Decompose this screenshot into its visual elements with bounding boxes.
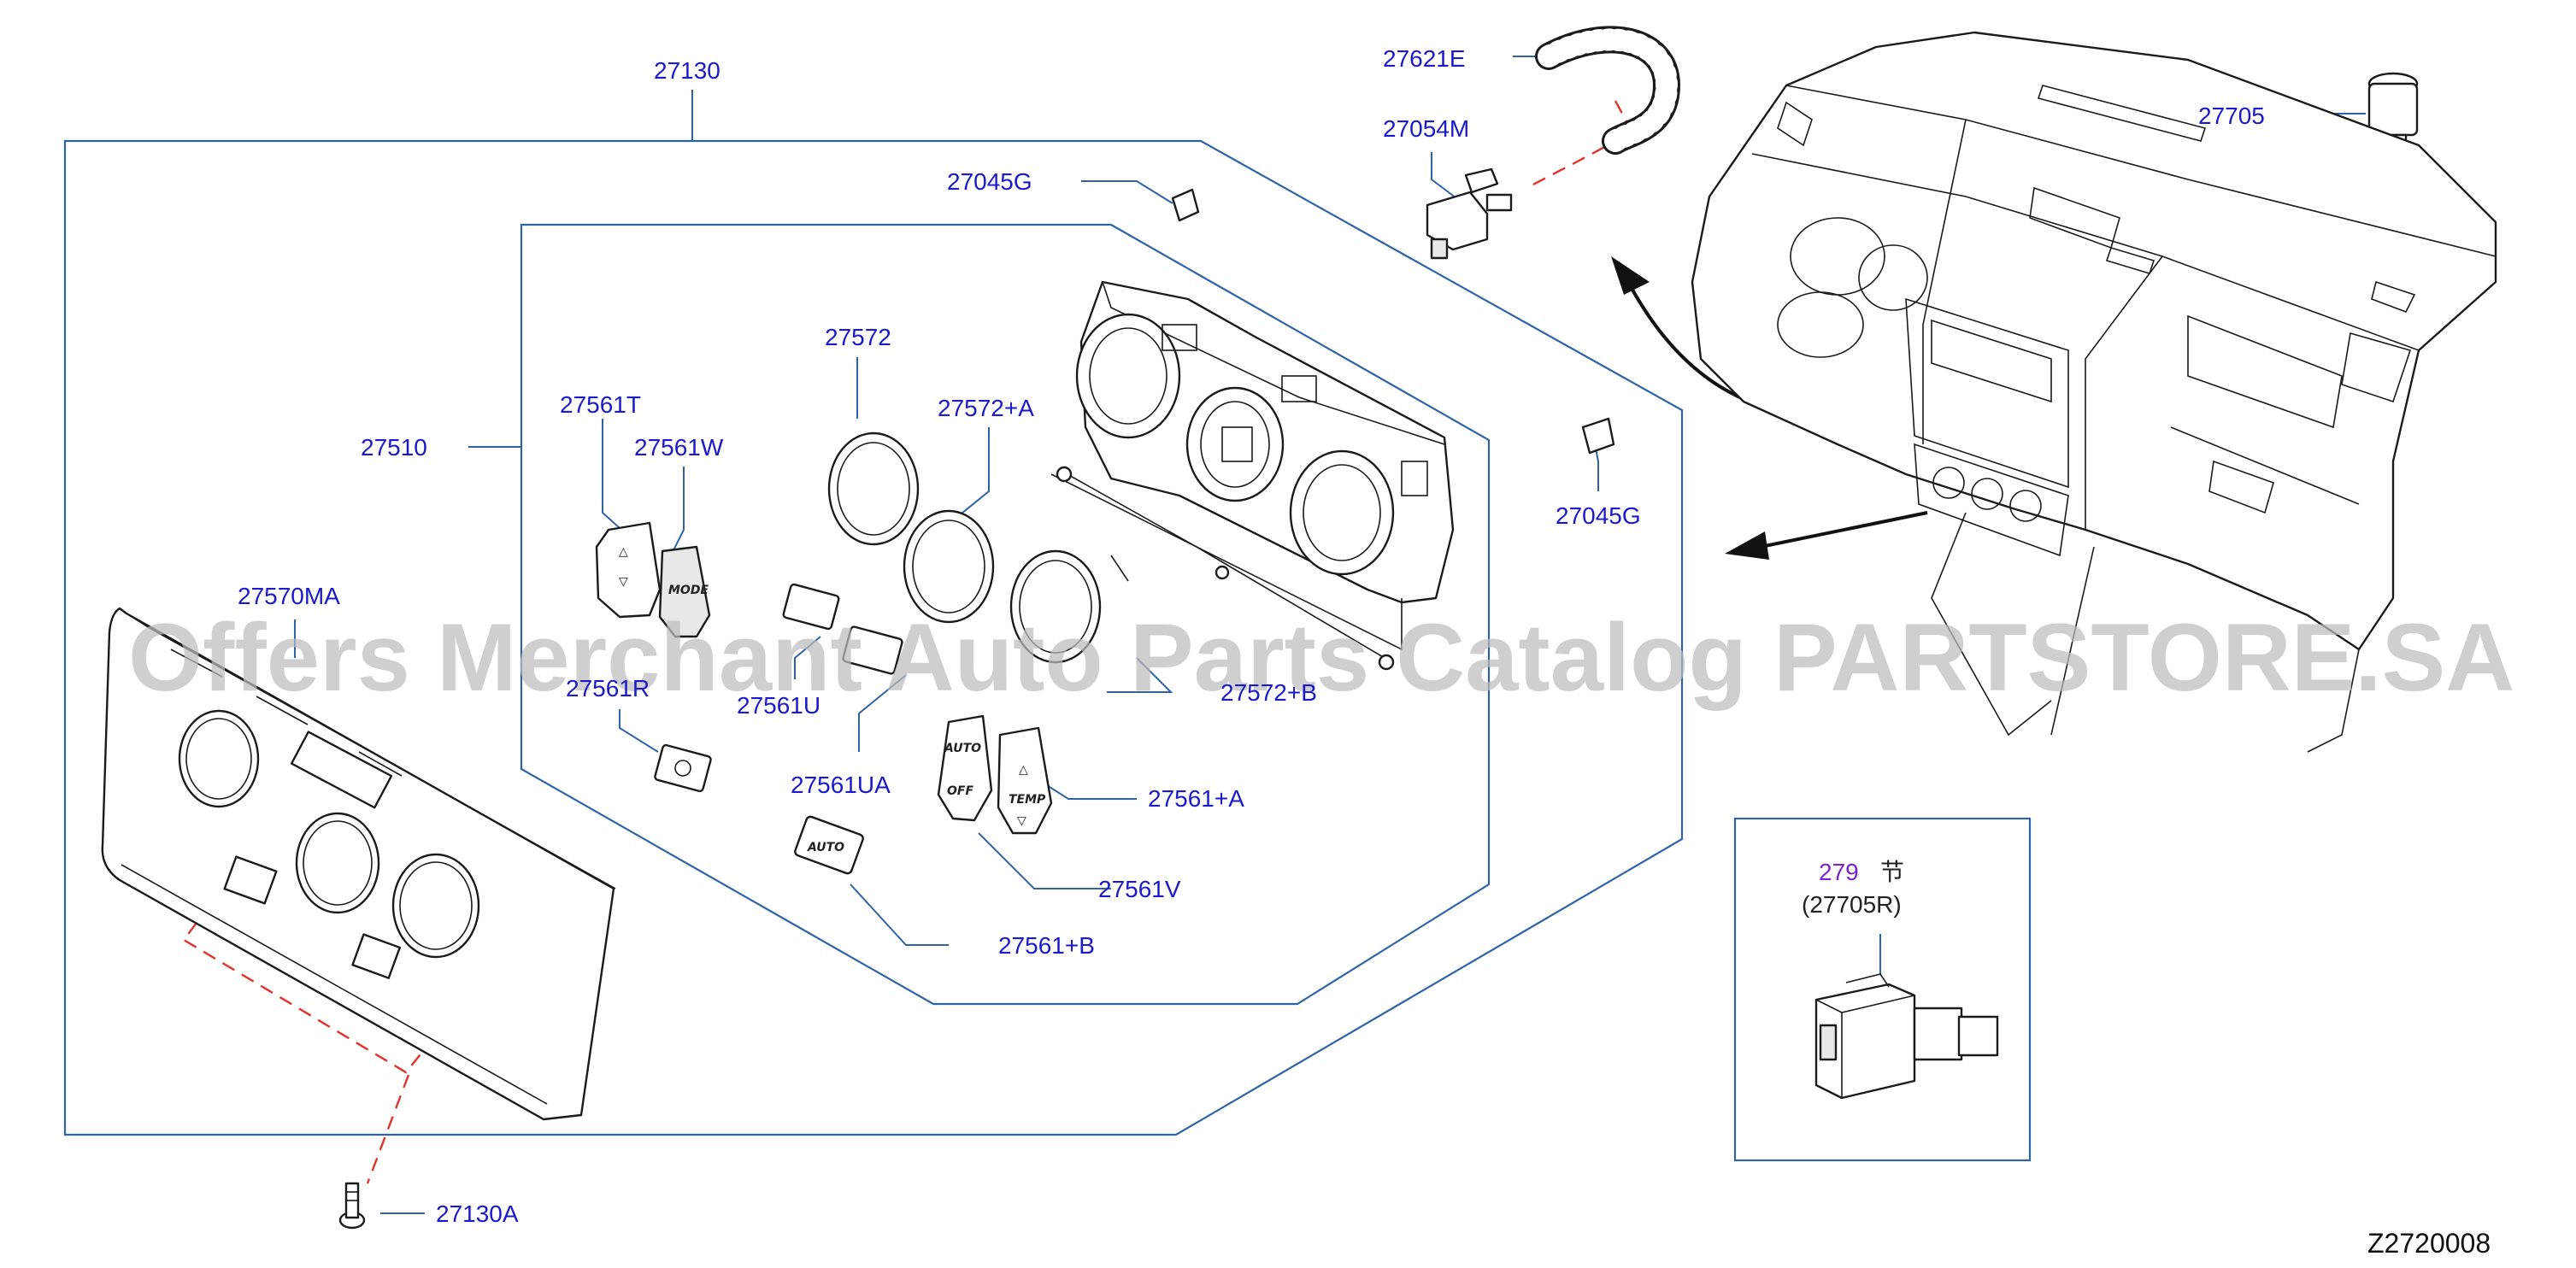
inner-assembly-frame — [520, 223, 1491, 1006]
label-27561w: 27561W — [634, 434, 724, 461]
label-27561ua: 27561UA — [791, 772, 891, 798]
button-27561u — [782, 583, 840, 631]
svg-text:▽: ▽ — [619, 575, 628, 589]
sensor-27054m — [1426, 167, 1513, 260]
part-labels: 27130 27045G 27621E 27054M 27705 27510 2… — [238, 45, 2265, 1227]
ring-27572 — [827, 431, 920, 546]
watermark-text: Offers Merchant Auto Parts Catalog PARTS… — [128, 604, 2514, 711]
label-27561-a: 27561+A — [1148, 785, 1244, 812]
svg-text:△: △ — [619, 545, 628, 559]
outer-assembly-frame — [63, 137, 1684, 1136]
label-279-kanji: 节 — [1880, 859, 1904, 885]
button-27561r — [654, 743, 712, 793]
off-button-text: OFF — [947, 784, 973, 798]
detail-box-frame — [1733, 817, 2032, 1162]
duct-hose-27621e — [1535, 26, 1681, 155]
mode-button-text: MODE — [668, 584, 709, 597]
label-27570ma: 27570MA — [238, 583, 340, 609]
label-27561u: 27561U — [737, 692, 820, 719]
label-27561v: 27561V — [1098, 876, 1181, 902]
svg-text:△: △ — [1019, 763, 1028, 777]
label-27130a: 27130A — [436, 1200, 519, 1227]
label-27561t: 27561T — [560, 391, 641, 418]
label-27705r: (27705R) — [1802, 891, 1902, 918]
label-27561r: 27561R — [566, 675, 650, 702]
label-27054m: 27054M — [1383, 115, 1469, 142]
button-27561ua — [842, 625, 903, 675]
temp-button-text: TEMP — [1009, 793, 1046, 807]
button-27561b: AUTO — [794, 815, 864, 875]
bezel-panel-27570ma — [101, 607, 616, 1121]
control-unit-27510 — [1050, 280, 1455, 671]
leader-lines — [294, 56, 2366, 1214]
ring-27572-b — [1009, 549, 1102, 664]
auto-small-button-text: AUTO — [807, 841, 844, 854]
button-27561w: MODE — [658, 545, 711, 638]
label-27572-b: 27572+B — [1220, 679, 1317, 706]
button-27561t: △ ▽ — [595, 521, 662, 619]
label-27045g-top: 27045G — [947, 168, 1032, 195]
label-27572-a: 27572+A — [938, 395, 1034, 421]
svg-text:▽: ▽ — [1017, 814, 1026, 828]
label-27572: 27572 — [825, 324, 891, 350]
diagram-code: Z2720008 — [2367, 1228, 2491, 1259]
dashboard-illustration — [1691, 31, 2497, 753]
label-27705: 27705 — [2198, 103, 2265, 129]
ring-27572-a — [903, 509, 995, 624]
auto-button-text: AUTO — [944, 742, 981, 755]
switch-27705r — [1814, 973, 1999, 1100]
label-27045g-right: 27045G — [1556, 502, 1641, 529]
label-27130: 27130 — [654, 57, 720, 84]
screw-27130a — [338, 1182, 366, 1230]
label-27621e: 27621E — [1383, 45, 1466, 72]
button-27561a: △ TEMP ▽ — [997, 726, 1053, 835]
clip-27045g-right — [1581, 417, 1615, 455]
label-27561-b: 27561+B — [998, 932, 1095, 959]
label-279: 279 — [1819, 859, 1859, 885]
clip-27045g-top — [1171, 188, 1200, 222]
label-27510: 27510 — [361, 434, 427, 461]
button-27561v: AUTO OFF — [937, 714, 993, 822]
